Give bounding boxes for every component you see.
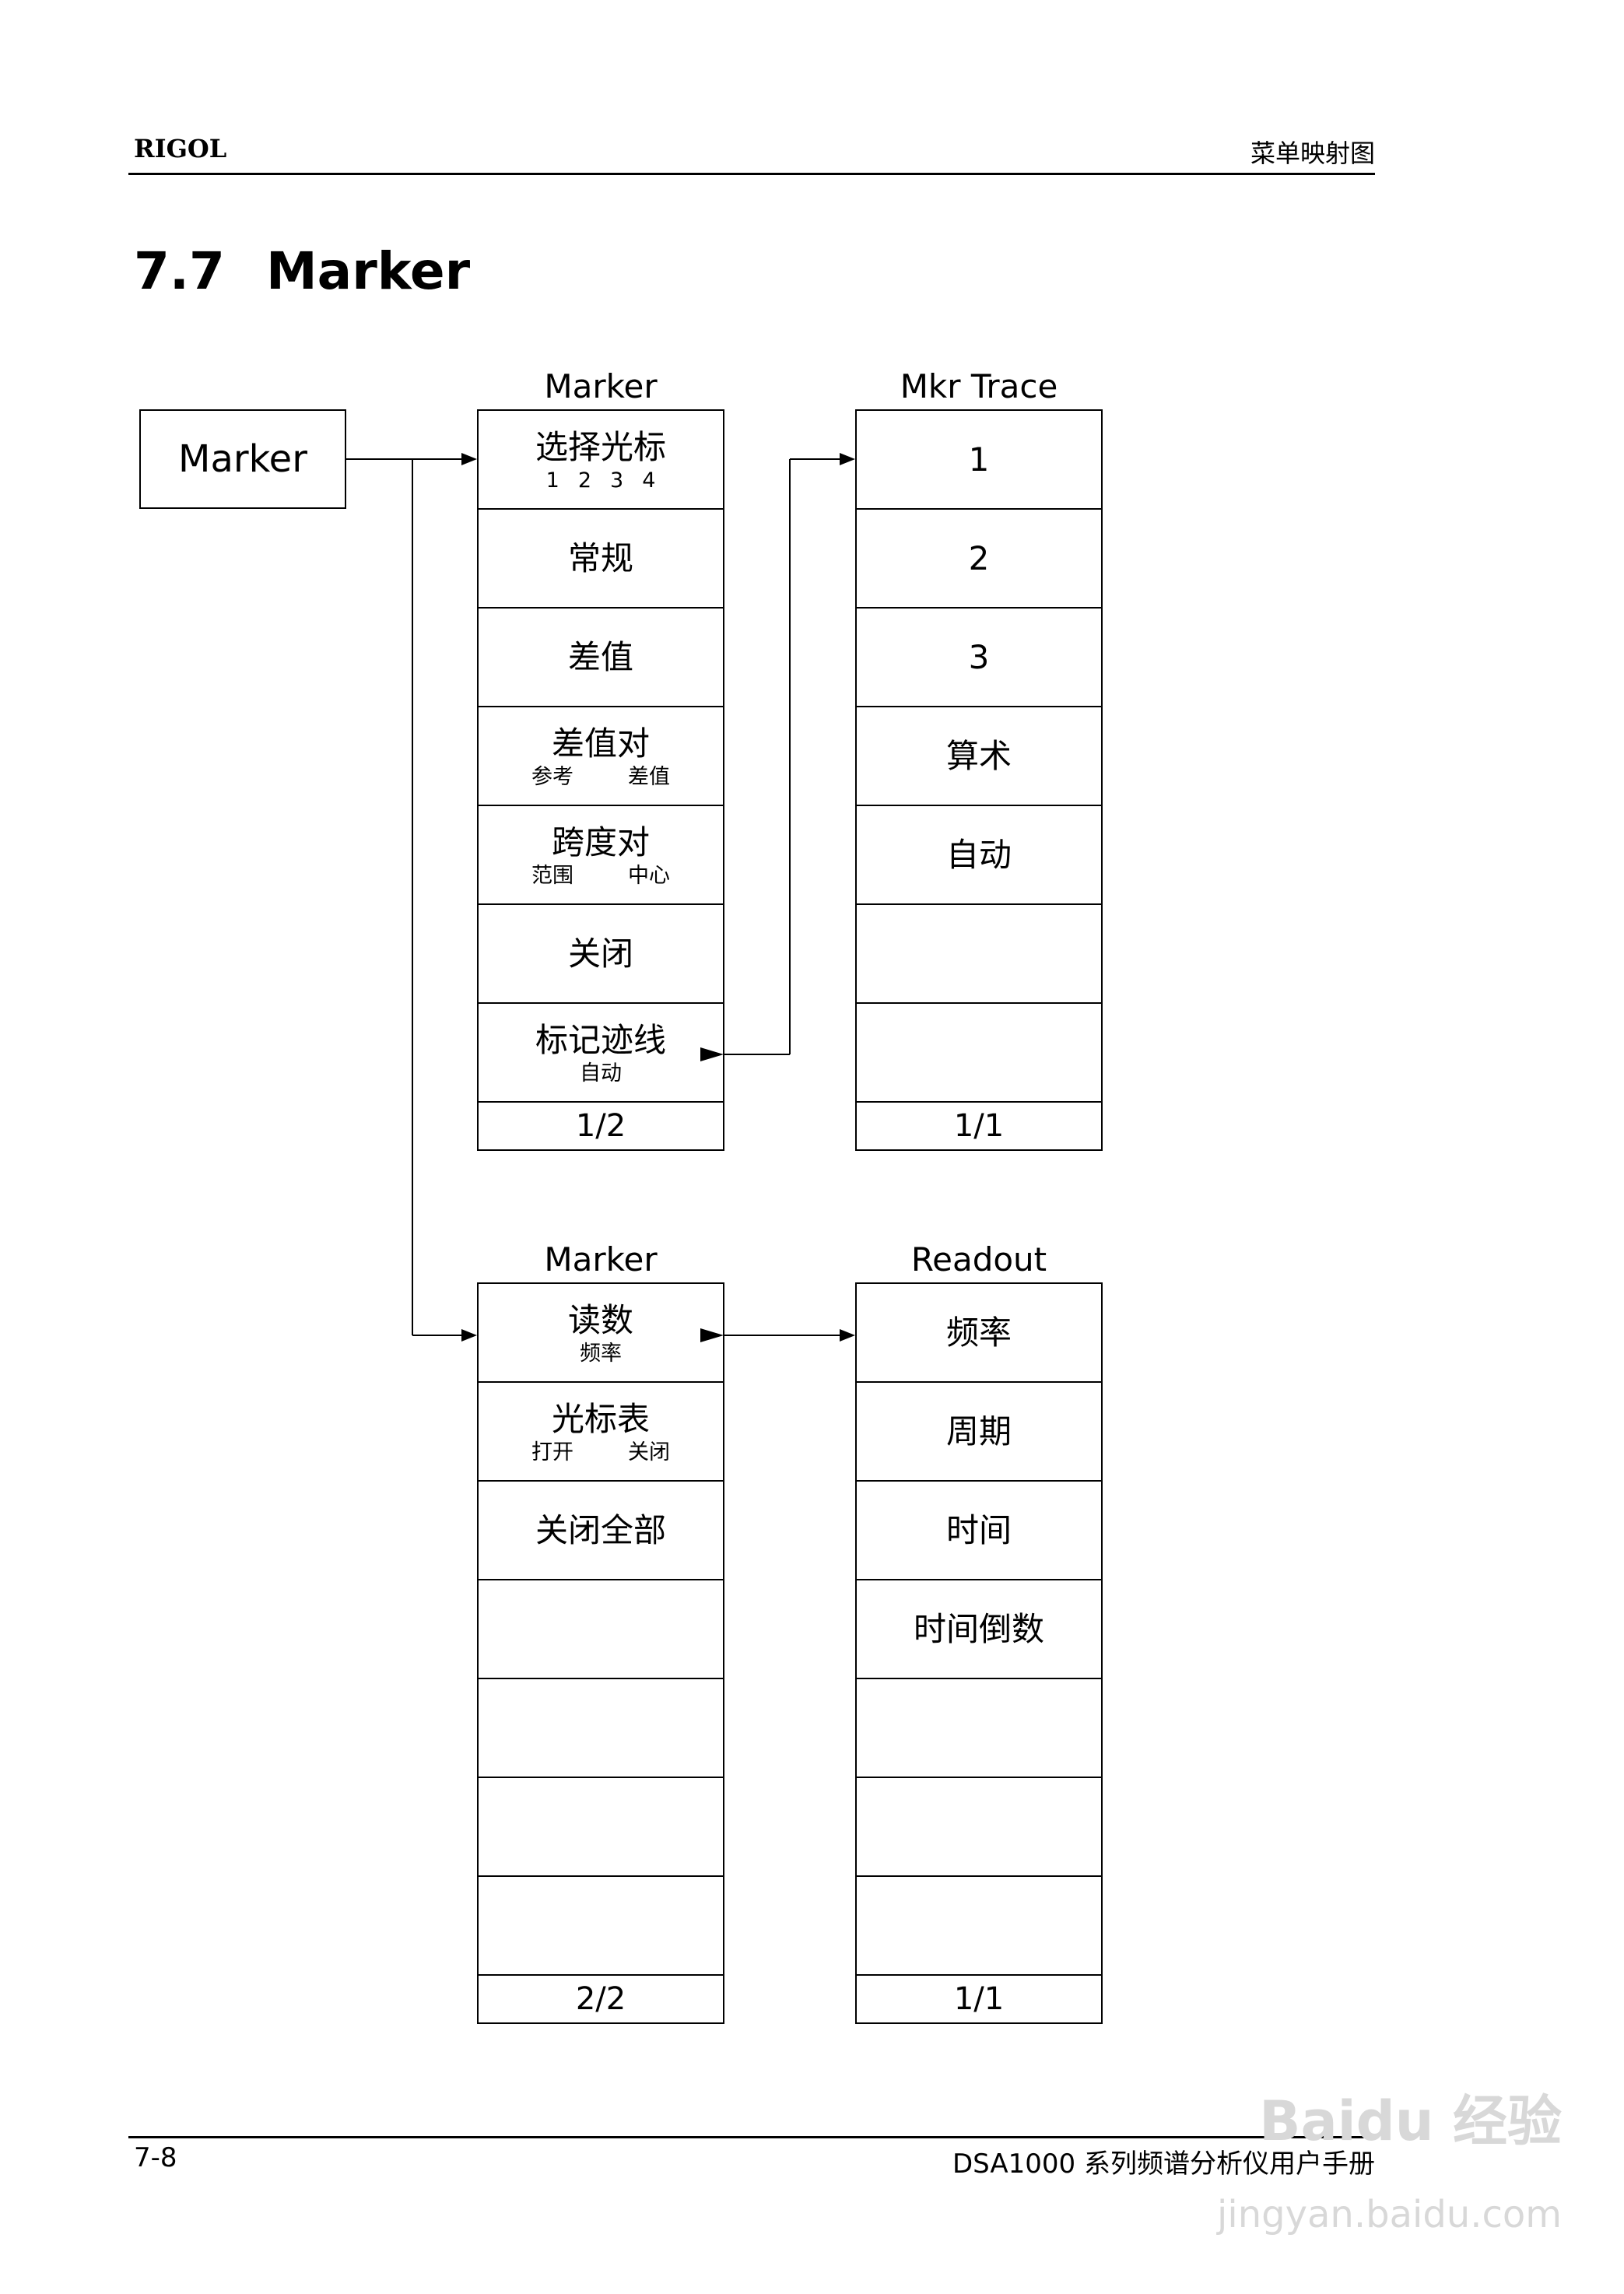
softkey-all-off[interactable]: 关闭全部 bbox=[479, 1482, 723, 1580]
section-heading: 7.7 Marker bbox=[134, 241, 470, 301]
menu-title-marker-1: Marker bbox=[544, 367, 658, 405]
softkey-marker-table[interactable]: 光标表 打开 关闭 bbox=[479, 1383, 723, 1482]
softkey-delta-pair[interactable]: 差值对 参考 差值 bbox=[479, 707, 723, 806]
softkey-empty bbox=[857, 1004, 1101, 1103]
page-indicator: 1/1 bbox=[953, 1108, 1005, 1144]
softkey-trace-1[interactable]: 1 bbox=[857, 411, 1101, 510]
softkey-select-marker[interactable]: 选择光标 1 2 3 4 bbox=[479, 411, 723, 510]
softkey-marker-trace[interactable]: 标记迹线 自动 bbox=[479, 1004, 723, 1103]
menu-title-mkr-trace: Mkr Trace bbox=[900, 367, 1058, 405]
root-marker-key: Marker bbox=[139, 409, 346, 509]
softkey-trace-2[interactable]: 2 bbox=[857, 510, 1101, 609]
softkey-empty bbox=[857, 1778, 1101, 1877]
softkey-span-pair[interactable]: 跨度对 范围 中心 bbox=[479, 806, 723, 905]
softkey-empty bbox=[479, 1580, 723, 1679]
page-indicator: 1/2 bbox=[575, 1108, 626, 1144]
softkey-empty bbox=[857, 905, 1101, 1004]
watermark-url: jingyan.baidu.com bbox=[1217, 2193, 1562, 2236]
menu-marker-page2: 读数 频率 光标表 打开 关闭 关闭全部 2/2 bbox=[477, 1282, 724, 2024]
section-title: Marker bbox=[266, 241, 471, 301]
arrow-to-mkrtrace bbox=[840, 453, 855, 465]
arrow-to-readout bbox=[840, 1329, 855, 1342]
softkey-readout-inverse-time[interactable]: 时间倒数 bbox=[857, 1580, 1101, 1679]
softkey-readout-time[interactable]: 时间 bbox=[857, 1482, 1101, 1580]
header-section-title: 菜单映射图 bbox=[1250, 139, 1375, 168]
menu-marker-page1: 选择光标 1 2 3 4 常规 差值 差值对 参考 差值 跨度对 范围 中心 关… bbox=[477, 409, 724, 1151]
arrow-to-marker1 bbox=[461, 453, 477, 465]
watermark-logo: Baidu 经验 bbox=[1259, 2089, 1562, 2153]
softkey-empty bbox=[857, 1679, 1101, 1778]
footer-rule bbox=[128, 2136, 1375, 2138]
menu-title-readout: Readout bbox=[910, 1240, 1047, 1279]
softkey-delta[interactable]: 差值 bbox=[479, 609, 723, 707]
softkey-trace-3[interactable]: 3 bbox=[857, 609, 1101, 707]
footer-manual-title: DSA1000 系列频谱分析仪用户手册 bbox=[952, 2148, 1375, 2180]
softkey-trace-auto[interactable]: 自动 bbox=[857, 806, 1101, 905]
softkey-normal[interactable]: 常规 bbox=[479, 510, 723, 609]
footer-page-number: 7-8 bbox=[134, 2142, 177, 2173]
softkey-readout-period[interactable]: 周期 bbox=[857, 1383, 1101, 1482]
softkey-readout-frequency[interactable]: 频率 bbox=[857, 1284, 1101, 1383]
section-number: 7.7 bbox=[134, 241, 225, 301]
menu-mkr-trace: 1 2 3 算术 自动 1/1 bbox=[855, 409, 1103, 1151]
arrow-from-marker-trace bbox=[700, 1047, 724, 1061]
softkey-empty bbox=[479, 1778, 723, 1877]
page-indicator: 2/2 bbox=[575, 1981, 626, 2017]
menu-readout: 频率 周期 时间 时间倒数 1/1 bbox=[855, 1282, 1103, 2024]
menu-title-marker-2: Marker bbox=[544, 1240, 658, 1279]
header-rule bbox=[128, 173, 1375, 175]
arrow-to-marker2 bbox=[461, 1329, 477, 1342]
page-indicator: 1/1 bbox=[953, 1981, 1005, 2017]
arrow-from-readout-key bbox=[700, 1328, 724, 1342]
softkey-readout[interactable]: 读数 频率 bbox=[479, 1284, 723, 1383]
softkey-empty bbox=[479, 1679, 723, 1778]
softkey-trace-math[interactable]: 算术 bbox=[857, 707, 1101, 806]
brand-logo: RIGOL bbox=[134, 134, 227, 163]
softkey-empty bbox=[857, 1877, 1101, 1976]
softkey-empty bbox=[479, 1877, 723, 1976]
softkey-off[interactable]: 关闭 bbox=[479, 905, 723, 1004]
